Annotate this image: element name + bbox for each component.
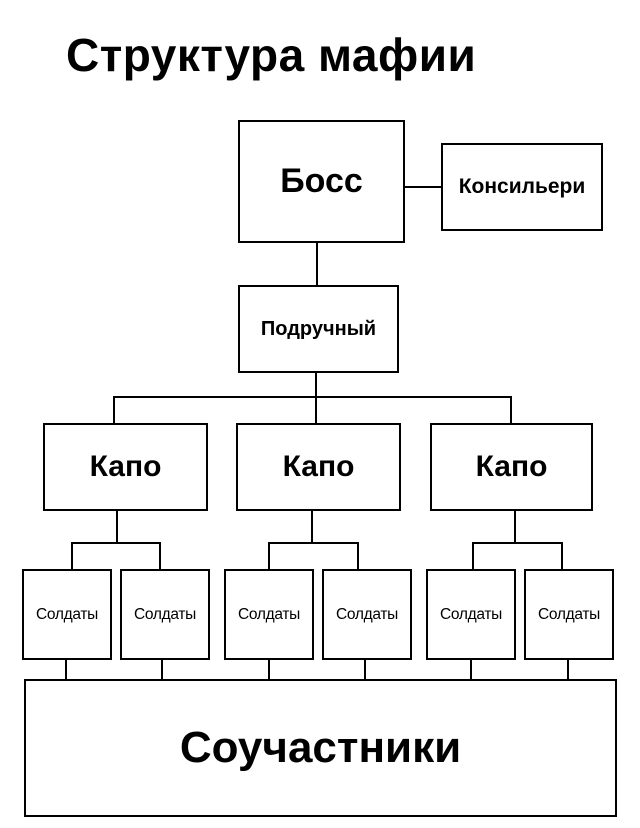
node-soldiers-6: Солдаты <box>524 569 614 660</box>
connector-to-capo-2 <box>315 396 317 423</box>
node-associates: Соучастники <box>24 679 617 817</box>
connector-to-soldier-3 <box>268 542 270 569</box>
connector-capo-2-down <box>311 511 313 543</box>
connector-soldier-bar-2 <box>268 542 359 544</box>
node-associates-label: Соучастники <box>179 723 462 772</box>
node-boss-label: Босс <box>280 162 363 200</box>
connector-capo-bar <box>113 396 512 398</box>
node-soldiers-label: Солдаты <box>238 605 300 623</box>
node-soldiers-1: Солдаты <box>22 569 112 660</box>
connector-boss-underboss <box>316 243 318 285</box>
connector-to-soldier-1 <box>71 542 73 569</box>
node-soldiers-4: Солдаты <box>322 569 412 660</box>
connector-capo-1-down <box>116 511 118 543</box>
node-soldiers-label: Солдаты <box>440 605 502 623</box>
connector-soldier-3-associates <box>268 660 270 679</box>
connector-capo-3-down <box>514 511 516 543</box>
node-soldiers-label: Солдаты <box>134 605 196 623</box>
node-consigliere: Консильери <box>441 143 603 231</box>
node-consigliere-label: Консильери <box>458 175 586 198</box>
connector-to-capo-1 <box>113 396 115 423</box>
connector-to-capo-3 <box>510 396 512 423</box>
node-underboss-label: Подручный <box>260 317 377 340</box>
node-soldiers-5: Солдаты <box>426 569 516 660</box>
node-soldiers-label: Солдаты <box>538 605 600 623</box>
connector-to-soldier-4 <box>357 542 359 569</box>
node-soldiers-label: Солдаты <box>36 605 98 623</box>
node-capo-1: Капо <box>43 423 208 511</box>
node-boss: Босс <box>238 120 405 243</box>
connector-soldier-6-associates <box>567 660 569 679</box>
connector-to-soldier-6 <box>561 542 563 569</box>
node-capo-2: Капо <box>236 423 401 511</box>
connector-soldier-bar-3 <box>472 542 563 544</box>
connector-soldier-5-associates <box>470 660 472 679</box>
node-capo-label: Капо <box>475 450 548 483</box>
connector-soldier-1-associates <box>65 660 67 679</box>
node-capo-3: Капо <box>430 423 593 511</box>
node-soldiers-3: Солдаты <box>224 569 314 660</box>
connector-soldier-bar-1 <box>71 542 161 544</box>
connector-soldier-2-associates <box>161 660 163 679</box>
connector-underboss-down <box>315 373 317 397</box>
node-capo-label: Капо <box>282 450 355 483</box>
connector-soldier-4-associates <box>364 660 366 679</box>
connector-boss-consigliere <box>405 186 441 188</box>
connector-to-soldier-2 <box>159 542 161 569</box>
node-soldiers-2: Солдаты <box>120 569 210 660</box>
node-underboss: Подручный <box>238 285 399 373</box>
connector-to-soldier-5 <box>472 542 474 569</box>
diagram-title: Структура мафии <box>66 29 477 81</box>
node-capo-label: Капо <box>89 450 162 483</box>
node-soldiers-label: Солдаты <box>336 605 398 623</box>
